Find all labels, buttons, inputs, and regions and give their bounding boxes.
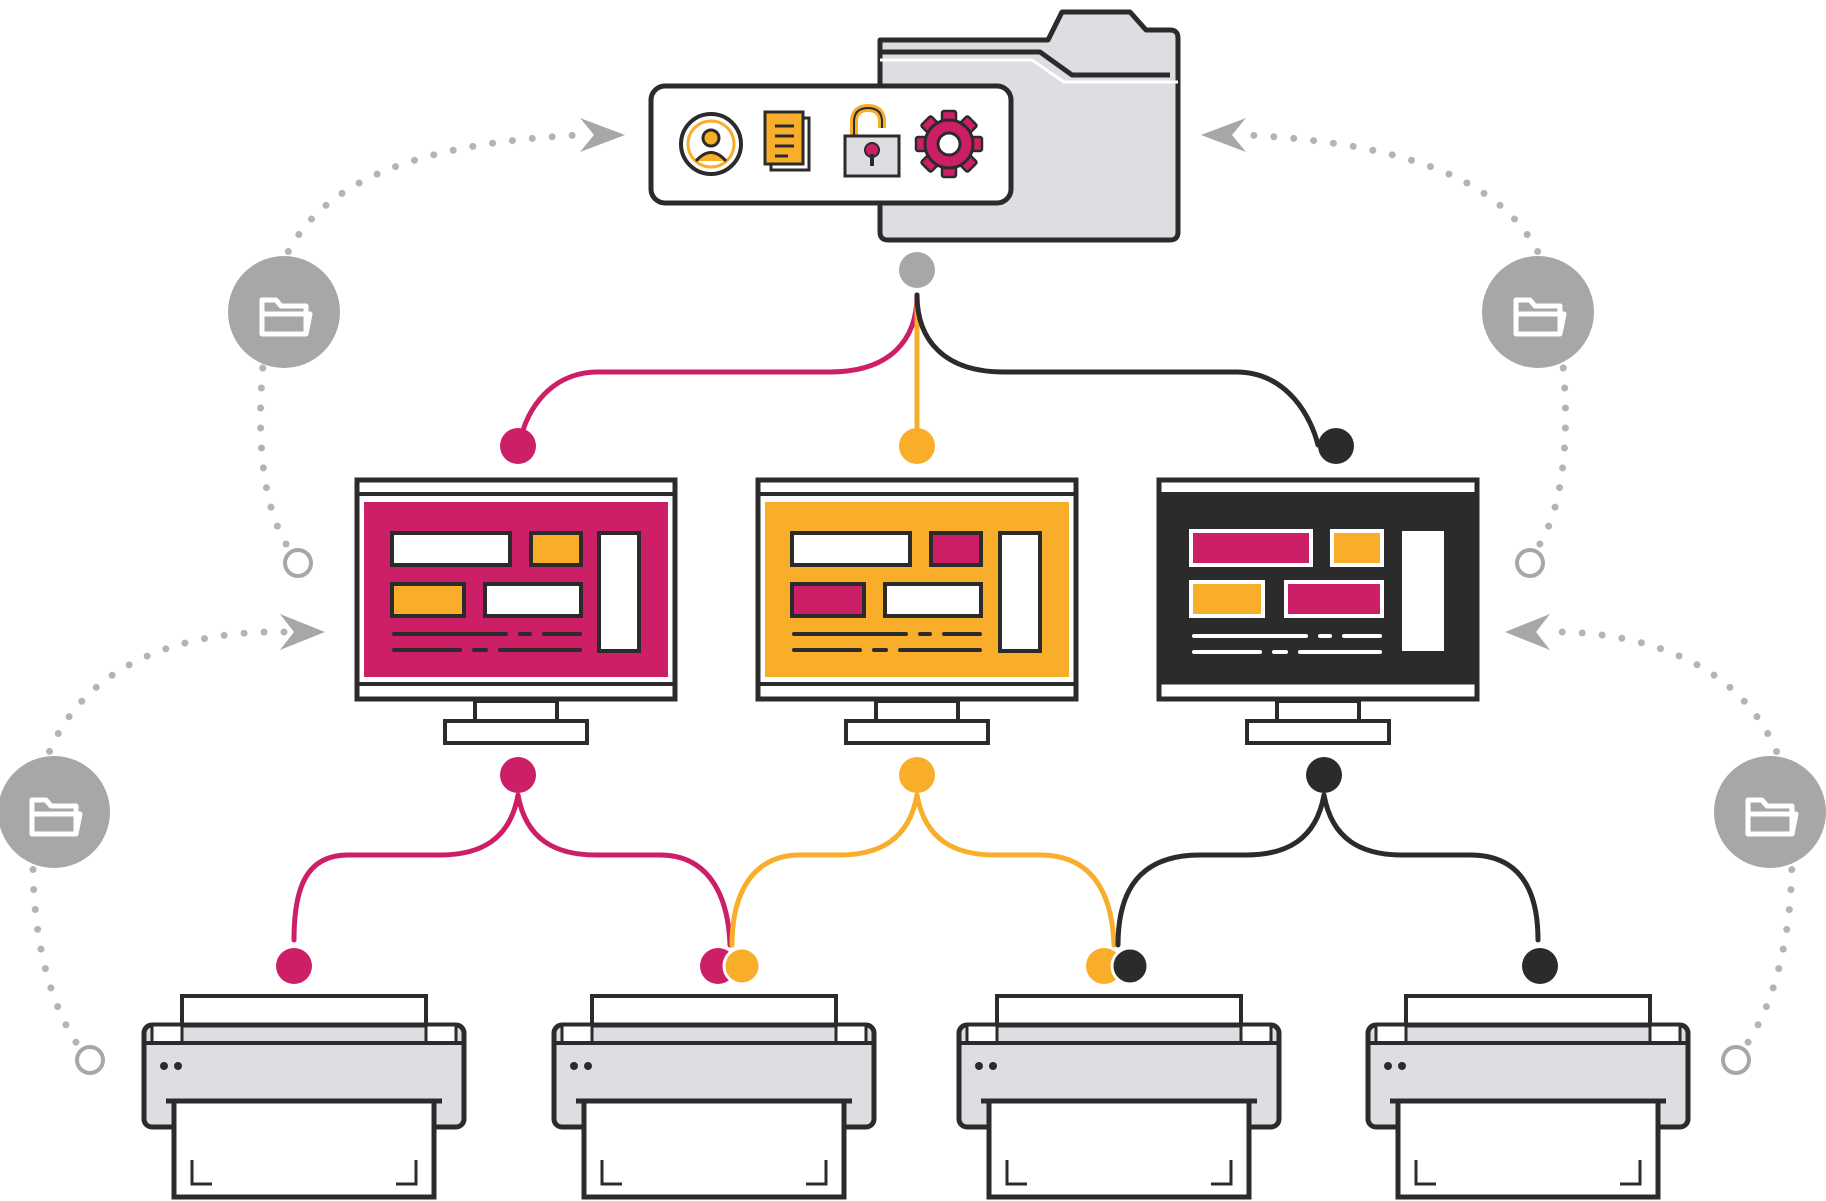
sync-badge-right-lower	[1714, 756, 1826, 868]
printer-output-tray	[1395, 1098, 1661, 1200]
computer-dark-input-node	[1318, 428, 1354, 464]
printer-light	[570, 1062, 578, 1070]
sync-badge-left-lower	[0, 756, 110, 868]
printer-side-tab	[1239, 1023, 1273, 1045]
arrow-left-icon	[1505, 614, 1550, 650]
corner-mark	[1620, 1160, 1642, 1186]
printer-2	[551, 994, 877, 1200]
corner-mark	[1211, 1160, 1233, 1186]
corner-mark	[190, 1160, 212, 1186]
printer-output-tray	[171, 1098, 437, 1200]
printer-side-tab	[560, 1023, 594, 1045]
printer-side-tab	[965, 1023, 999, 1045]
printer-side-tab	[1374, 1023, 1408, 1045]
printer-side-tab	[1648, 1023, 1682, 1045]
computer-amber-output-node	[899, 757, 935, 793]
sync-badge-left-upper	[228, 256, 340, 368]
printer-light	[1384, 1062, 1392, 1070]
arrow-left-icon	[1201, 118, 1246, 152]
server-node	[899, 252, 935, 288]
corner-mark	[600, 1160, 622, 1186]
computer-amber-input-node	[899, 428, 935, 464]
printer-light	[1398, 1062, 1406, 1070]
corner-mark	[806, 1160, 828, 1186]
computer-dark	[1156, 477, 1480, 745]
printer-4-input-node	[1522, 948, 1558, 984]
sync-badge-right-upper	[1482, 256, 1594, 368]
corner-mark	[396, 1160, 418, 1186]
printer-side-tab	[150, 1023, 184, 1045]
document-icon	[763, 110, 811, 172]
corner-mark	[1414, 1160, 1436, 1186]
flow-start-dot	[75, 1045, 105, 1075]
flow-start-dot	[1721, 1045, 1751, 1075]
printer-side-tab	[834, 1023, 868, 1045]
printer-3	[956, 994, 1282, 1200]
printer-light	[989, 1062, 997, 1070]
computer-dark-output-node	[1306, 757, 1342, 793]
arrow-right-icon	[280, 614, 325, 650]
computer-magenta-output-node	[500, 757, 536, 793]
printer-light	[174, 1062, 182, 1070]
printer-3-input-node-dark	[1110, 946, 1150, 986]
computer-magenta-input-node	[500, 428, 536, 464]
printer-light	[160, 1062, 168, 1070]
flow-start-dot	[1515, 548, 1545, 578]
printer-1-input-node	[276, 948, 312, 984]
left-lower-flow	[29, 614, 325, 1075]
printer-connections	[291, 792, 1541, 948]
computer-magenta	[354, 477, 678, 745]
unlock-icon	[843, 103, 901, 178]
server-connections	[517, 292, 1321, 450]
printer-1	[141, 994, 467, 1200]
printer-side-tab	[424, 1023, 458, 1045]
user-icon	[679, 112, 743, 176]
arrow-right-icon	[580, 118, 625, 152]
computer-amber	[755, 477, 1079, 745]
gear-icon	[914, 109, 984, 179]
printers	[141, 994, 1691, 1200]
server-panel	[648, 83, 1014, 206]
corner-mark	[1005, 1160, 1027, 1186]
printer-output-tray	[581, 1098, 847, 1200]
right-lower-flow	[1505, 614, 1796, 1075]
printer-2-input-node-amber	[722, 946, 762, 986]
printer-light	[584, 1062, 592, 1070]
flow-start-dot	[283, 548, 313, 578]
printer-light	[975, 1062, 983, 1070]
printer-output-tray	[986, 1098, 1252, 1200]
printer-4	[1365, 994, 1691, 1200]
